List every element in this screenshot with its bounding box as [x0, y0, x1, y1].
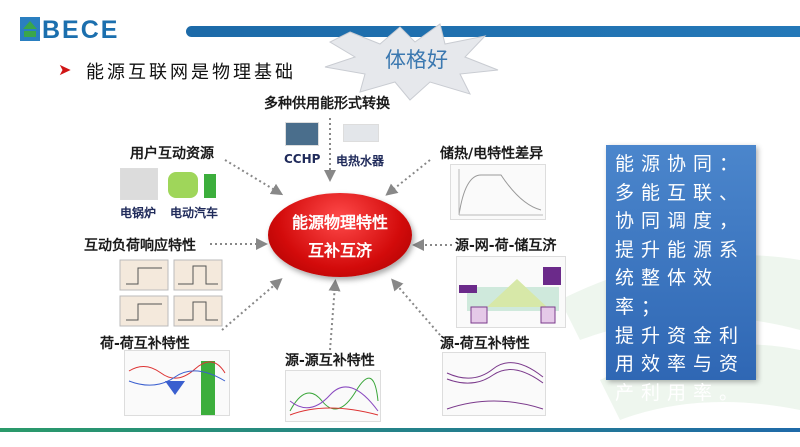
summary-line: 多能互联、	[615, 181, 746, 204]
label-user-resources: 用户互动资源	[130, 146, 214, 162]
summary-line: 协同调度，	[615, 210, 746, 233]
cchp-image	[285, 122, 319, 146]
sgls-chart-image	[456, 256, 566, 328]
summary-box: 能源协同： 多能互联、 协同调度， 提升能源系 统整体效率； 提升资金利 用效率…	[606, 145, 756, 404]
label-storage-diff: 储热/电特性差异	[440, 146, 544, 162]
bullet-arrow-icon: ➤	[58, 60, 72, 79]
summary-line: 提升资金利	[615, 324, 746, 347]
storage-chart-image	[450, 164, 546, 220]
label-energy-conversion: 多种供用能形式转换	[264, 96, 390, 112]
callout-text: 体格好	[385, 48, 448, 72]
label-load-response: 互动负荷响应特性	[84, 238, 196, 254]
label-boiler: 电锅炉	[120, 206, 157, 220]
logo-text: BECE	[42, 16, 120, 44]
label-source-grid-load-storage: 源-网-荷-储互济	[455, 238, 557, 254]
page-title: 能源互联网是物理基础	[86, 62, 296, 83]
logo-icon	[20, 17, 40, 41]
load-load-chart-image	[124, 350, 230, 416]
battery-image	[204, 174, 216, 198]
source-load-chart-image	[442, 352, 546, 416]
summary-line: 能源协同：	[615, 153, 746, 175]
summary-line: 用效率与资	[615, 353, 746, 376]
center-ellipse: 能源物理特性 互补互济	[268, 193, 412, 277]
callout-burst	[324, 23, 499, 101]
water-heater-image	[343, 124, 379, 142]
label-source-source: 源-源互补特性	[285, 353, 375, 369]
label-water-heater: 电热水器	[336, 154, 385, 168]
center-line-1: 能源物理特性	[291, 213, 388, 232]
ev-image	[168, 172, 198, 198]
label-source-load: 源-荷互补特性	[440, 336, 530, 352]
source-source-chart-image	[285, 370, 381, 422]
label-load-load: 荷-荷互补特性	[100, 336, 190, 352]
header-bar	[186, 26, 800, 37]
label-ev: 电动汽车	[170, 206, 219, 220]
summary-line: 统整体效率；	[615, 267, 720, 318]
boiler-image	[120, 168, 158, 200]
label-cchp: CCHP	[284, 152, 321, 166]
center-line-2: 互补互济	[307, 241, 372, 260]
footer-line	[0, 428, 800, 432]
load-response-charts-image	[119, 259, 223, 327]
summary-line: 产利用率。	[615, 381, 746, 404]
summary-line: 提升能源系	[615, 238, 746, 261]
